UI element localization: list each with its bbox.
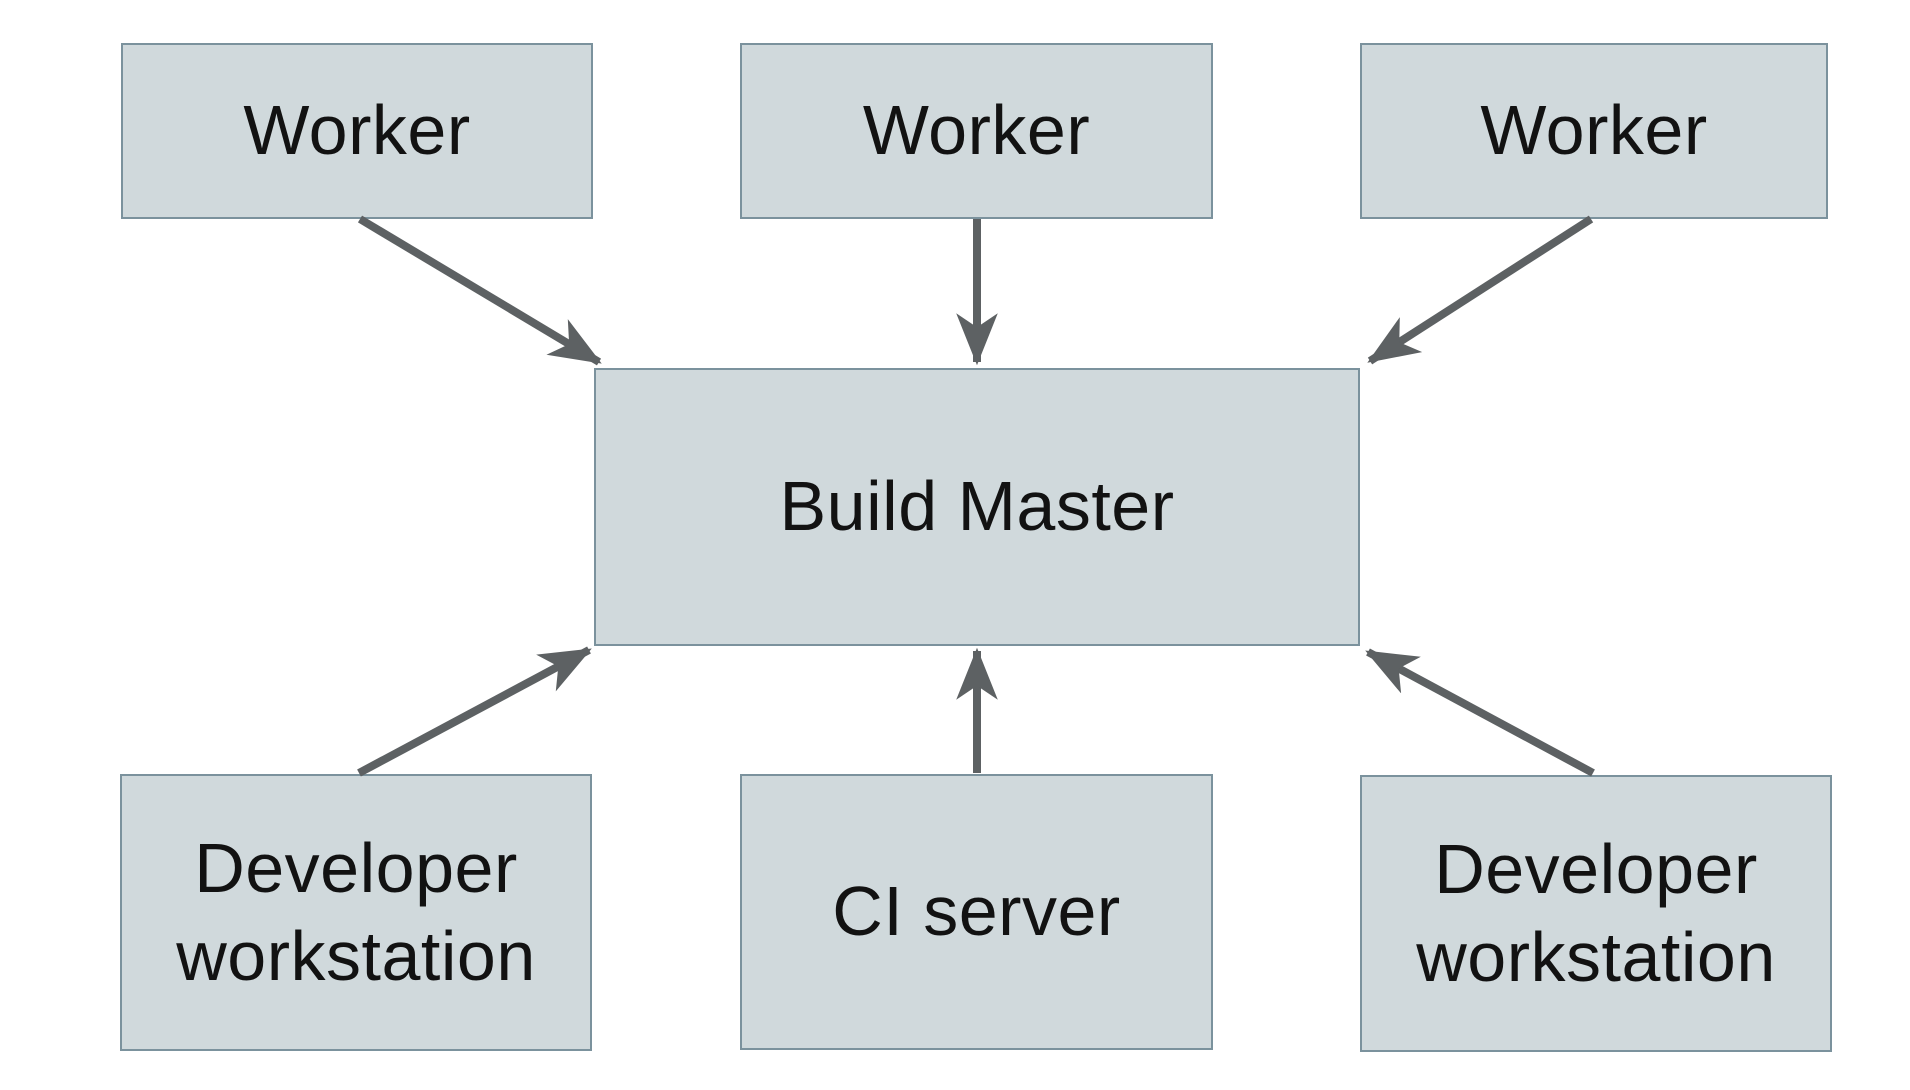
edge-devworkstation-left-to-buildmaster (357, 646, 592, 777)
node-developer-workstation-right: Developer workstation (1360, 775, 1832, 1052)
node-worker-1-label: Worker (243, 91, 471, 170)
node-worker-2-label: Worker (862, 91, 1091, 170)
node-worker-3: Worker (1360, 43, 1828, 219)
edge-worker3-to-buildmaster (1367, 215, 1594, 365)
node-developer-workstation-left: Developer workstation (120, 774, 592, 1051)
node-build-master-label: Build Master (779, 467, 1175, 546)
node-build-master: Build Master (594, 368, 1360, 646)
node-developer-workstation-left-label: Developer workstation (176, 829, 536, 995)
node-worker-1: Worker (121, 43, 593, 219)
node-worker-2: Worker (740, 43, 1213, 219)
node-worker-3-label: Worker (1480, 91, 1708, 170)
node-ci-server: CI server (740, 774, 1213, 1050)
edge-worker1-to-buildmaster (357, 215, 602, 366)
node-ci-server-label: CI server (832, 872, 1121, 951)
node-developer-workstation-right-label: Developer workstation (1416, 830, 1776, 996)
edge-devworkstation-right-to-buildmaster (1365, 648, 1595, 777)
